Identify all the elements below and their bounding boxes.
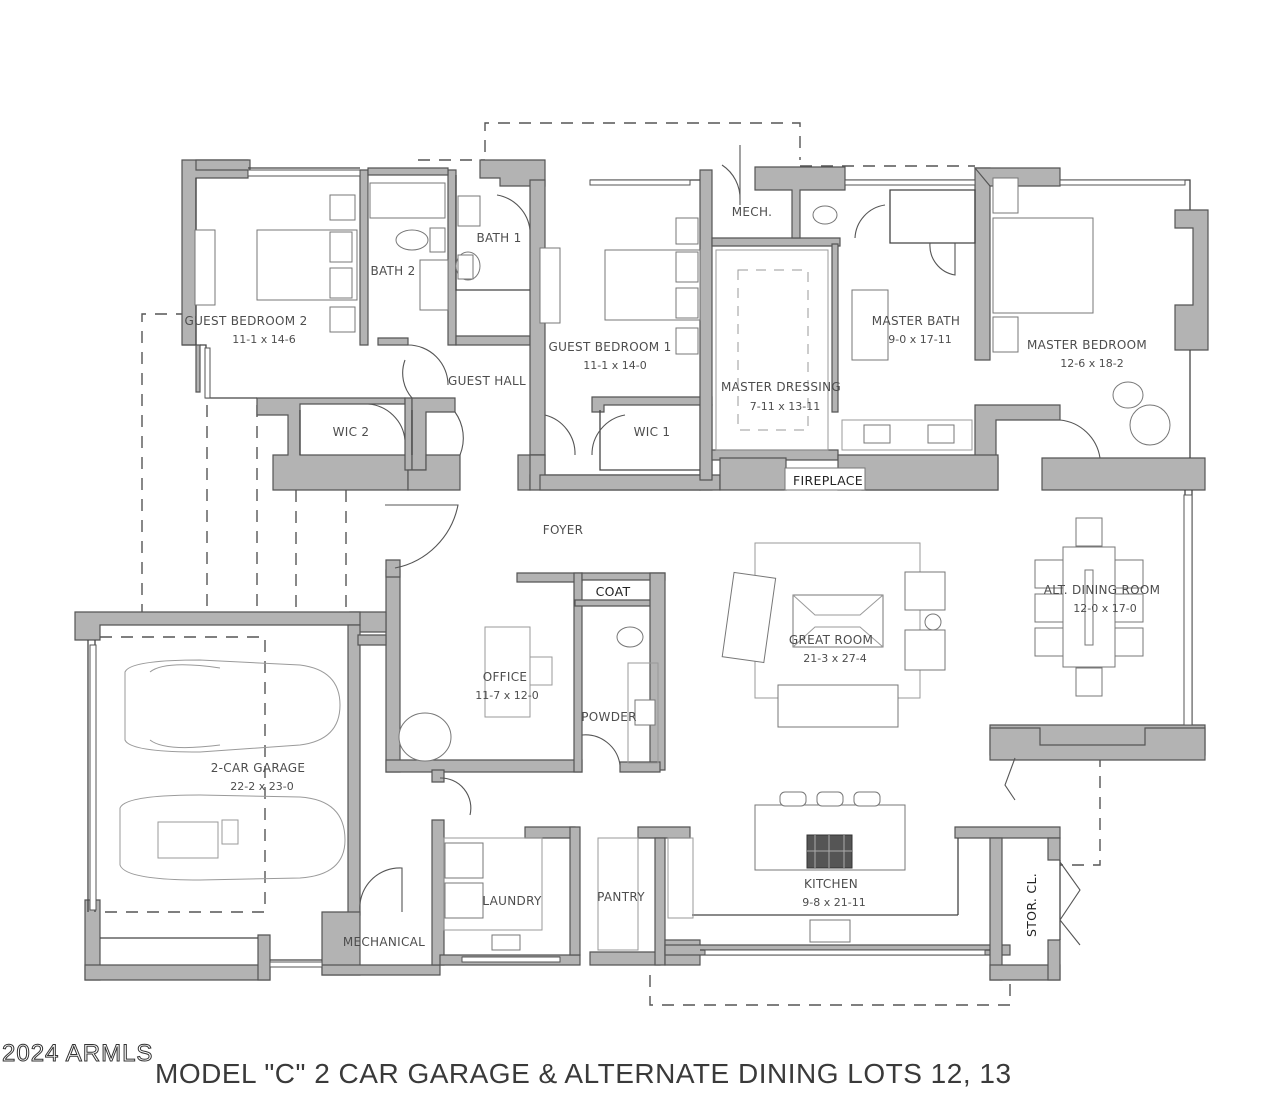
- room-label-fireplace: FIREPLACE: [793, 473, 863, 488]
- room-size-office: 11-7 x 12-0: [475, 689, 539, 702]
- room-label-bath-2: BATH 2: [370, 264, 416, 278]
- room-size-kitchen: 9-8 x 21-11: [802, 896, 866, 909]
- room-label-guest-hall: GUEST HALL: [447, 374, 527, 388]
- room-label-kitchen: KITCHEN: [803, 877, 859, 891]
- room-label-master-bath: MASTER BATH: [871, 314, 961, 328]
- room-label-laundry: LAUNDRY: [482, 894, 542, 908]
- room-size-master-bath: 9-0 x 17-11: [888, 333, 952, 346]
- room-size-guest-bedroom-2: 11-1 x 14-6: [232, 333, 296, 346]
- room-size-alt-dining-room: 12-0 x 17-0: [1073, 602, 1137, 615]
- room-label-coat: COAT: [595, 584, 631, 599]
- room-label-wic-2: WIC 2: [332, 425, 370, 439]
- room-label-mechanical: MECHANICAL: [342, 935, 426, 949]
- room-label-office: OFFICE: [482, 670, 528, 684]
- room-label-guest-bedroom-2: GUEST BEDROOM 2: [184, 314, 308, 328]
- room-label-powder: POWDER: [581, 710, 637, 724]
- copyright-watermark: 2024 ARMLS: [1, 1040, 154, 1068]
- room-label-wic-1: WIC 1: [633, 425, 671, 439]
- door-swings: [359, 145, 1101, 946]
- dashed-outlines: [100, 122, 1101, 1006]
- room-label-great-room: GREAT ROOM: [788, 633, 874, 647]
- room-label-mech: MECH.: [731, 205, 773, 219]
- plan-title: MODEL "C" 2 CAR GARAGE & ALTERNATE DININ…: [155, 1058, 1012, 1089]
- room-size-garage: 22-2 x 23-0: [230, 780, 294, 793]
- room-label-storage-closet: STOR. CL.: [1024, 873, 1039, 937]
- room-label-alt-dining-room: ALT. DINING ROOM: [1043, 583, 1161, 597]
- room-size-guest-bedroom-1: 11-1 x 14-0: [583, 359, 647, 372]
- room-label-garage: 2-CAR GARAGE: [210, 761, 306, 775]
- room-size-master-bedroom: 12-6 x 18-2: [1060, 357, 1124, 370]
- windows: [89, 169, 1193, 968]
- room-label-bath-1: BATH 1: [476, 231, 522, 245]
- room-label-master-bedroom: MASTER BEDROOM: [1026, 338, 1148, 352]
- room-label-pantry: PANTRY: [597, 890, 645, 904]
- room-label-foyer: FOYER: [542, 523, 584, 537]
- room-label-guest-bedroom-1: GUEST BEDROOM 1: [548, 340, 672, 354]
- room-label-master-dressing: MASTER DRESSING: [721, 380, 841, 394]
- room-size-master-dressing: 7-11 x 13-11: [749, 400, 821, 413]
- furniture: [119, 177, 1171, 951]
- room-size-great-room: 21-3 x 27-4: [803, 652, 867, 665]
- walls: [74, 159, 1209, 981]
